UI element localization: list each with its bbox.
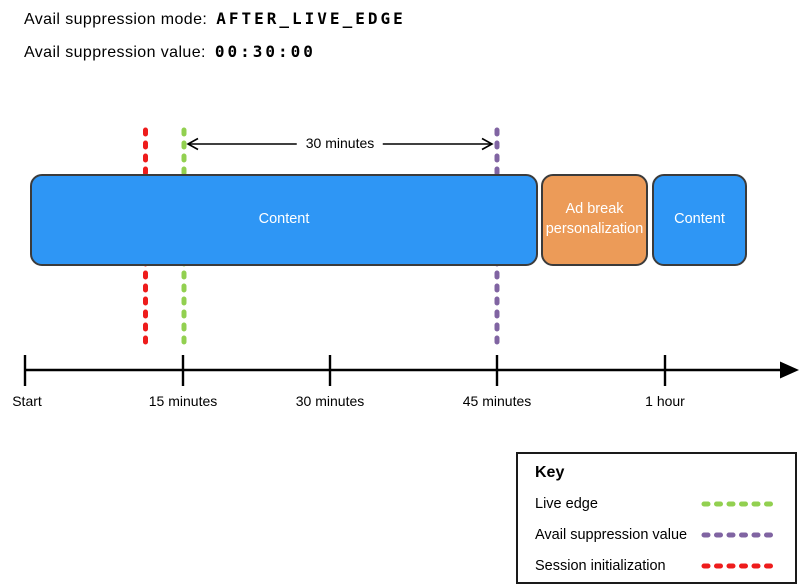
- avail-suppression-mode-line: Avail suppression mode: AFTER_LIVE_EDGE: [24, 9, 406, 29]
- ad-break-personalization-block: Ad break personalization: [541, 174, 648, 266]
- key-row-live-edge: Live edge: [535, 495, 781, 513]
- arrowhead-right: [481, 137, 494, 151]
- key-label-session-initialization: Session initialization: [535, 558, 666, 574]
- key-swatch-avail-suppression-value: [701, 532, 780, 538]
- ad-break-personalization-label: Ad break personalization: [545, 201, 644, 237]
- key-label-live-edge: Live edge: [535, 496, 598, 512]
- tick-label-45min: 45 minutes: [462, 393, 532, 409]
- avail-suppression-mode-value: AFTER_LIVE_EDGE: [216, 9, 406, 28]
- key-label-avail-suppression-value: Avail suppression value: [535, 527, 688, 543]
- content-block-2-label: Content: [674, 211, 725, 228]
- key-title: Key: [535, 464, 565, 481]
- key-row-avail-suppression-value: Avail suppression value: [535, 526, 781, 544]
- avail-suppression-value-label: Avail suppression value:: [24, 44, 206, 61]
- arrowhead-left: [186, 137, 199, 151]
- content-block-2: Content: [652, 174, 747, 266]
- tick-label-30min: 30 minutes: [295, 393, 365, 409]
- avail-suppression-value-value: 00:30:00: [214, 42, 316, 61]
- key-box: Key Live edge Avail suppression value Se…: [516, 452, 797, 584]
- content-block-1-label: Content: [258, 211, 310, 228]
- avail-suppression-value-line: Avail suppression value: 00:30:00: [24, 42, 316, 62]
- key-row-session-initialization: Session initialization: [535, 557, 781, 575]
- key-swatch-session-initialization: [701, 563, 780, 569]
- tick-label-1hour: 1 hour: [645, 393, 685, 409]
- measurement-label: 30 minutes: [296, 135, 384, 151]
- tick-label-start: Start: [12, 393, 42, 409]
- key-swatch-live-edge: [701, 501, 780, 507]
- content-block-1: Content: [30, 174, 538, 266]
- axis-arrowhead: [780, 361, 799, 379]
- avail-suppression-mode-label: Avail suppression mode:: [24, 11, 208, 28]
- tick-label-15min: 15 minutes: [148, 393, 218, 409]
- time-axis: [23, 355, 799, 386]
